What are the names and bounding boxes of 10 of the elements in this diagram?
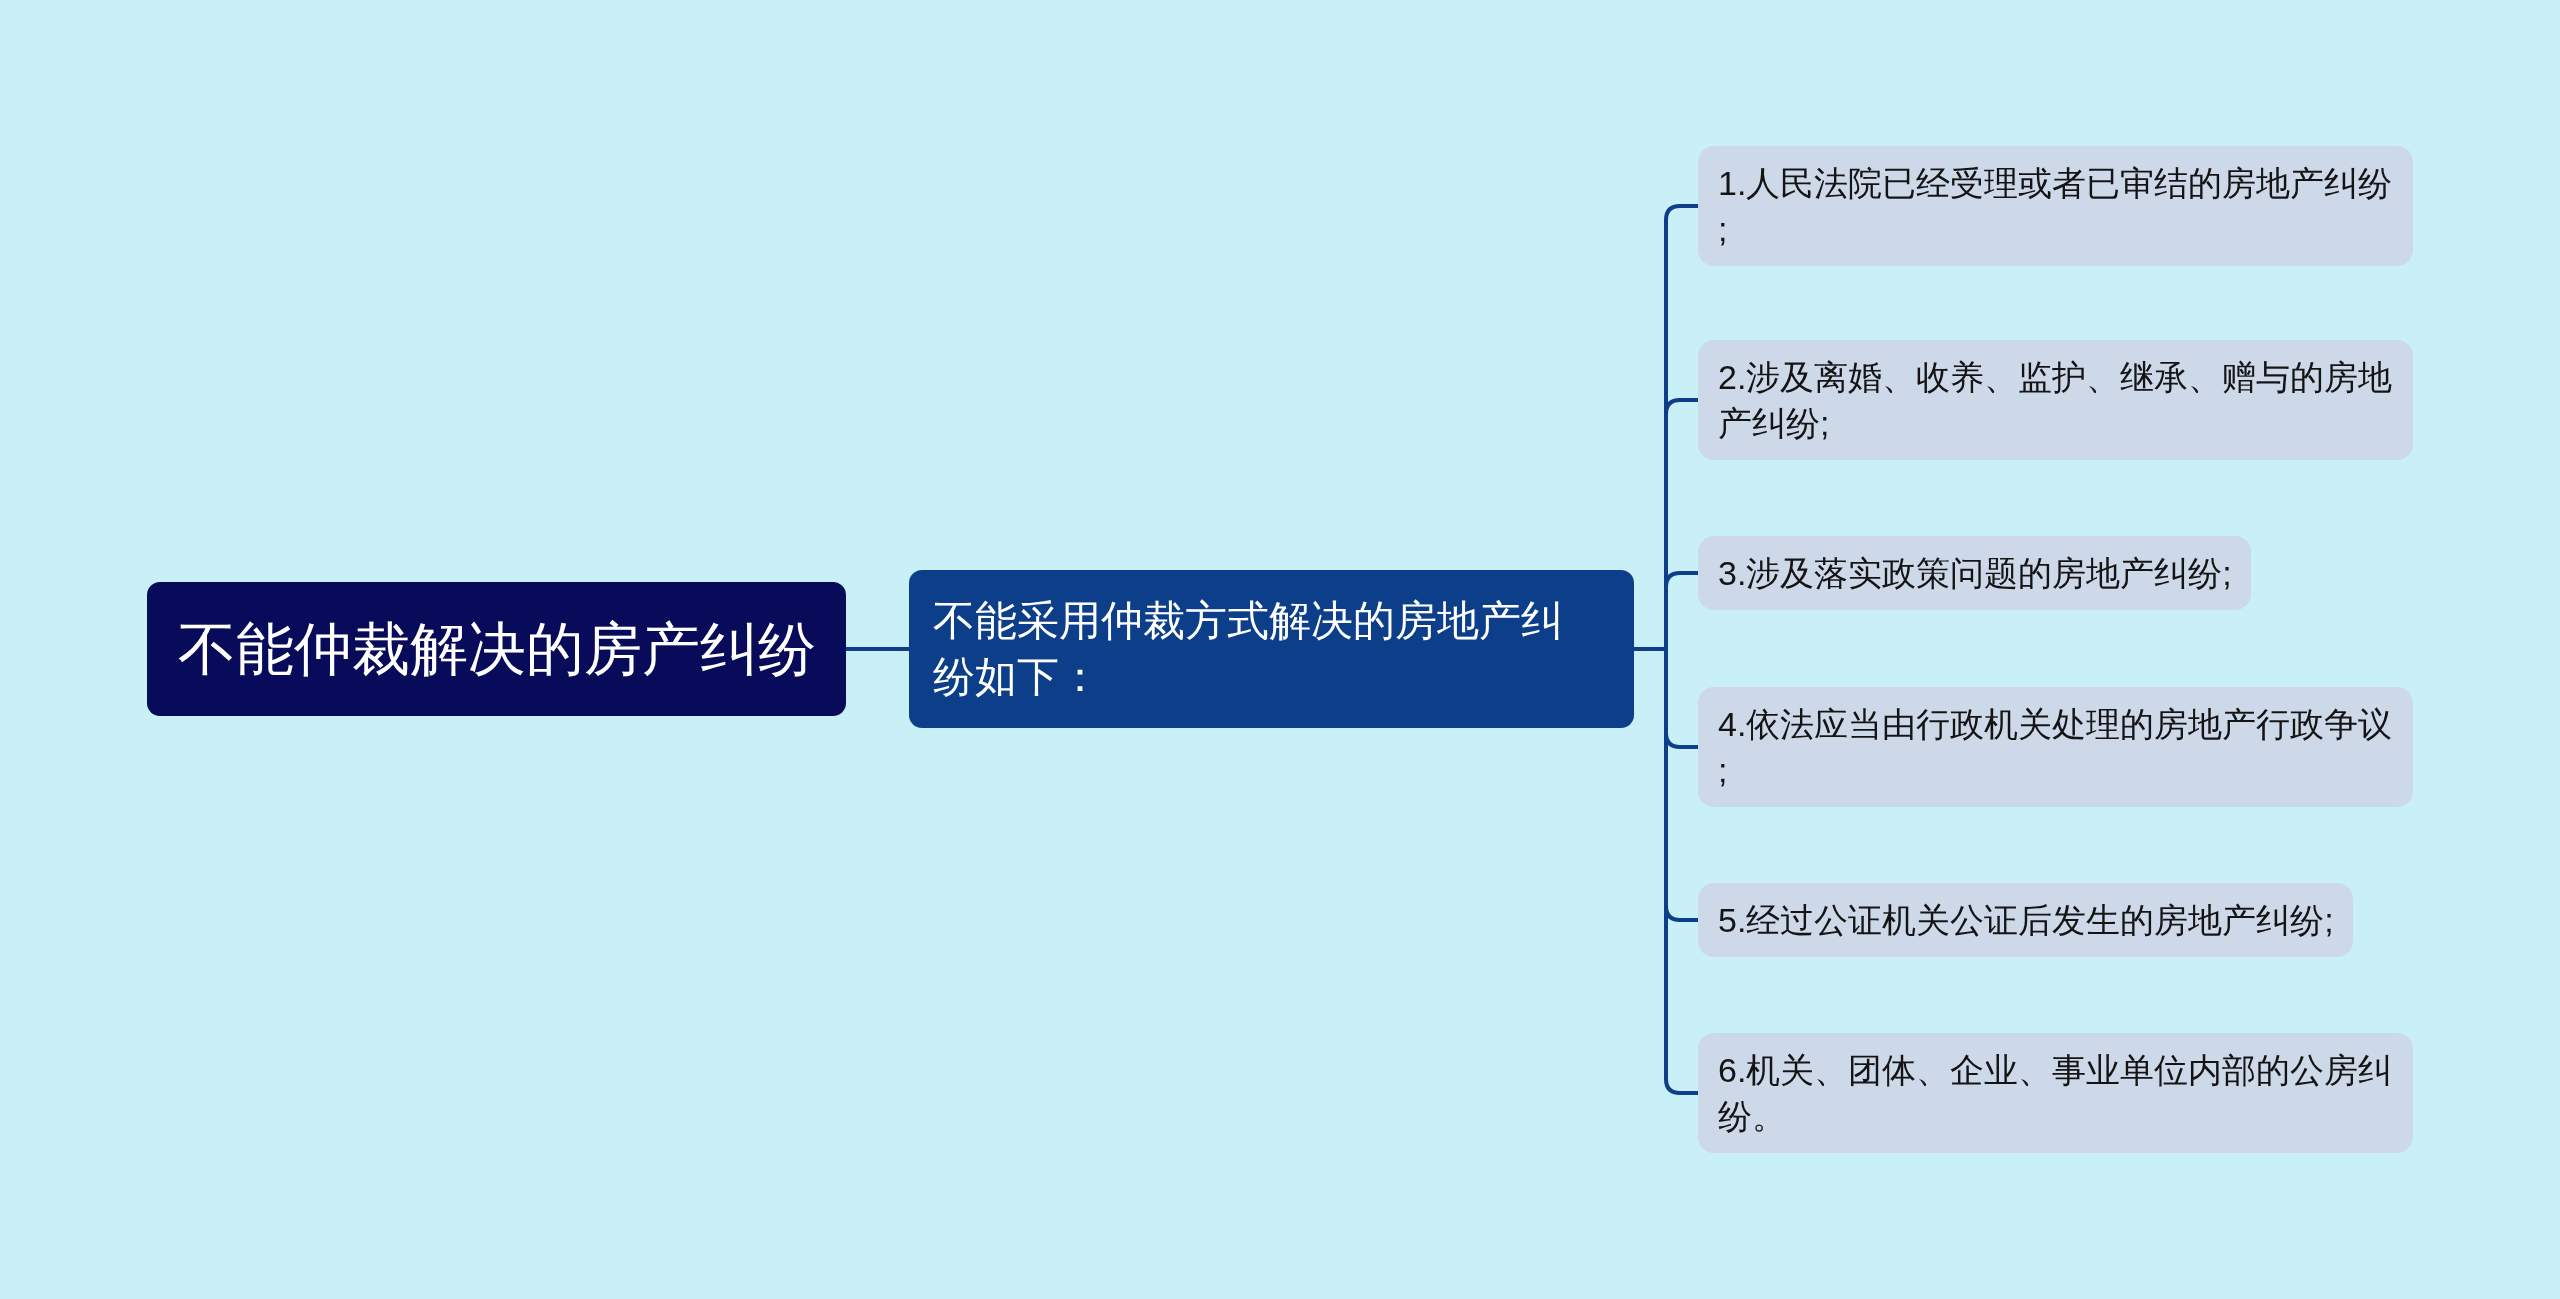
list-item-box: 1.人民法院已经受理或者已审结的房地产纠纷; [1698,146,2413,266]
connector-line [1634,647,1698,1095]
connector-line [846,647,909,651]
list-item-box: 3.涉及落实政策问题的房地产纠纷; [1698,536,2251,610]
list-item-box: 4.依法应当由行政机关处理的房地产行政争议; [1698,687,2413,807]
subtopic-box: 不能采用仲裁方式解决的房地产纠纷如下： [909,570,1634,728]
list-item-box: 6.机关、团体、企业、事业单位内部的公房纠纷。 [1698,1033,2413,1153]
list-item-box: 5.经过公证机关公证后发生的房地产纠纷; [1698,883,2353,957]
list-item-box: 2.涉及离婚、收养、监护、继承、赠与的房地产纠纷; [1698,340,2413,460]
main-topic-box: 不能仲裁解决的房产纠纷 [147,582,846,716]
